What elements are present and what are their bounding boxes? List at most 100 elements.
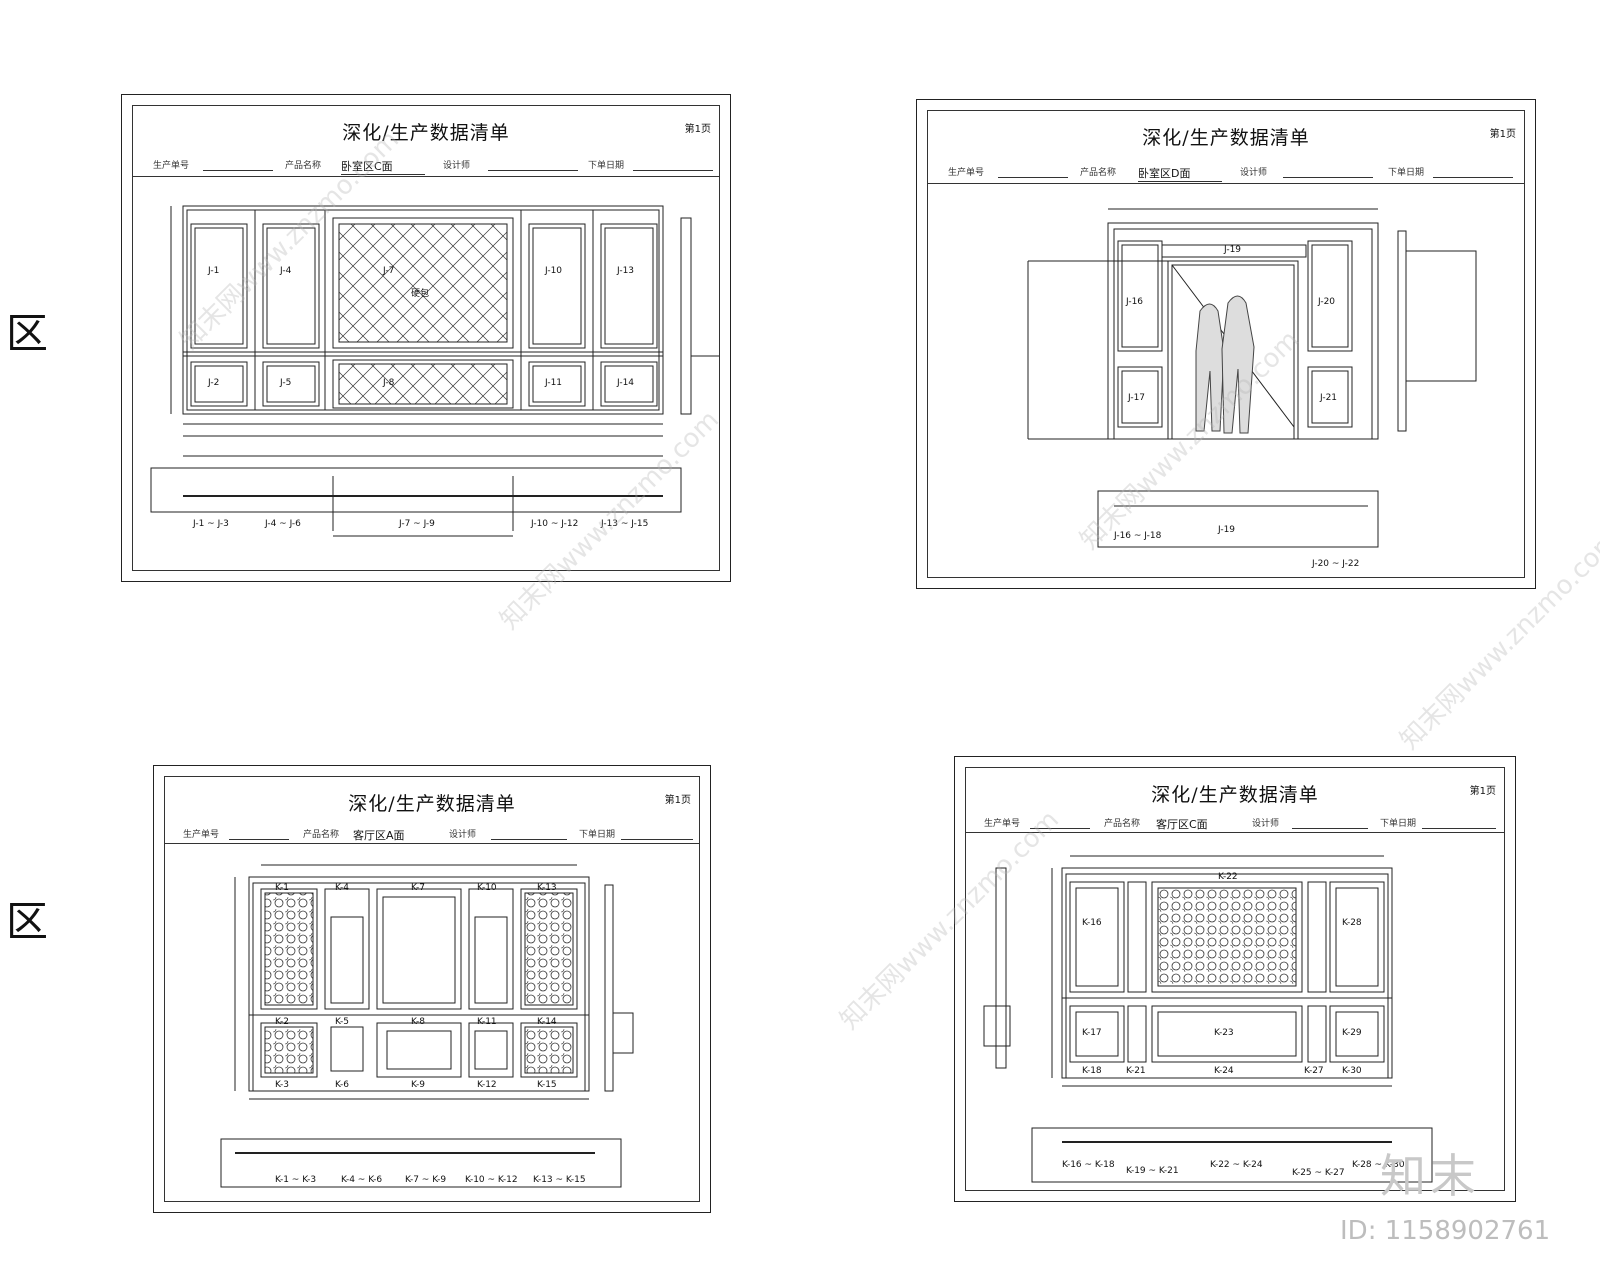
panel-label: K-30 [1342,1066,1362,1076]
section-label: K-4 ~ K-6 [341,1175,383,1185]
panel-label: J-8 [383,378,395,388]
panel-label: K-4 [335,883,349,893]
elevation-drawing [220,864,634,1188]
center-note: 硬包 [411,289,430,299]
panel-label: J-7 [383,266,395,276]
order-no-label: 生产单号 [153,161,190,171]
panel-label: K-5 [335,1017,349,1027]
section-label: K-16 ~ K-18 [1062,1160,1115,1170]
panel-label: K-2 [275,1017,289,1027]
panel-label: K-28 [1342,918,1362,928]
elevation-drawing [1027,208,1477,548]
factory-field [633,158,713,171]
order-no-label: 生产单号 [183,830,220,840]
watermark-id: ID: 1158902761 [1340,1216,1551,1246]
order-no-field [229,827,289,840]
panel-label: K-23 [1214,1028,1234,1038]
sheet-inner-frame: 深化/生产数据清单 第1页 生产单号 产品名称 客厅区C面 设计师 下单日期 [965,767,1505,1191]
sheet-title: 深化/生产数据清单 [342,122,510,144]
panel-label: J-19 [1224,245,1242,255]
designer-label: 设计师 [449,830,477,840]
header-divider [928,183,1524,184]
panel-label: J-2 [208,378,220,388]
panel-label: K-11 [477,1017,497,1027]
factory-label: 下单日期 [588,161,625,171]
factory-label: 下单日期 [579,830,616,840]
panel-label: J-13 [617,266,635,276]
elevation-drawing [150,205,719,537]
factory-label: 下单日期 [1380,819,1417,829]
panel-label: K-27 [1304,1066,1324,1076]
section-label: J-10 ~ J-12 [531,519,579,529]
panel-label: K-29 [1342,1028,1362,1038]
header-divider [133,176,719,177]
product-name-value: 卧室区C面 [341,158,425,175]
panel-label: K-24 [1214,1066,1234,1076]
section-label: J-7 ~ J-9 [399,519,435,529]
panel-label: J-10 [545,266,563,276]
panel-label: J-16 [1126,297,1144,307]
designer-label: 设计师 [1240,168,1268,178]
sheet-bedroom-c: 深化/生产数据清单 第1页 生产单号 产品名称 卧室区C面 设计师 下单日期 [121,94,731,582]
panel-label: K-9 [411,1080,425,1090]
panel-label: K-14 [537,1017,557,1027]
header-divider [966,832,1504,833]
page-number: 第1页 [1489,129,1516,140]
panel-label: K-18 [1082,1066,1102,1076]
factory-label: 下单日期 [1388,168,1425,178]
sheet-title: 深化/生产数据清单 [1142,127,1310,149]
factory-field [1433,165,1513,178]
sheet-living-c: 深化/生产数据清单 第1页 生产单号 产品名称 客厅区C面 设计师 下单日期 [954,756,1516,1202]
panel-label: K-21 [1126,1066,1146,1076]
panel-label: K-10 [477,883,497,893]
section-label: J-20 ~ J-22 [1312,559,1360,569]
section-label: K-13 ~ K-15 [533,1175,586,1185]
section-label: J-1 ~ J-3 [193,519,229,529]
designer-field [1292,816,1368,829]
designer-label: 设计师 [443,161,471,171]
panel-label: K-13 [537,883,557,893]
header-divider [165,843,699,844]
order-no-field [998,165,1068,178]
panel-label: K-16 [1082,918,1102,928]
side-mark-top: 区 [6,309,49,358]
panel-label: J-11 [545,378,563,388]
section-label: K-19 ~ K-21 [1126,1166,1179,1176]
panel-label: J-17 [1128,393,1146,403]
panel-label: J-1 [208,266,220,276]
section-label: J-13 ~ J-15 [601,519,649,529]
order-no-label: 生产单号 [984,819,1021,829]
product-name-label: 产品名称 [1080,168,1117,178]
page-number: 第1页 [684,124,711,135]
designer-label: 设计师 [1252,819,1280,829]
sheet-inner-frame: 深化/生产数据清单 第1页 生产单号 产品名称 客厅区A面 设计师 下单日期 [164,776,700,1202]
sheet-inner-frame: 深化/生产数据清单 第1页 生产单号 产品名称 卧室区D面 设计师 下单日期 [927,110,1525,578]
panel-label: K-1 [275,883,289,893]
factory-field [1422,816,1496,829]
panel-label: J-14 [617,378,635,388]
panel-label: K-8 [411,1017,425,1027]
order-no-field [203,158,273,171]
product-name-label: 产品名称 [303,830,340,840]
section-label: K-1 ~ K-3 [275,1175,317,1185]
section-label: K-28 ~ K-30 [1352,1160,1405,1170]
designer-field [488,158,578,171]
section-label: J-16 ~ J-18 [1114,531,1162,541]
section-label: K-25 ~ K-27 [1292,1168,1345,1178]
factory-field [621,827,693,840]
page-number: 第1页 [664,795,691,806]
panel-label: J-20 [1318,297,1336,307]
product-name-label: 产品名称 [285,161,322,171]
panel-label: K-12 [477,1080,497,1090]
designer-field [1283,165,1373,178]
order-no-label: 生产单号 [948,168,985,178]
elevation-drawing [983,855,1433,1183]
section-label: K-22 ~ K-24 [1210,1160,1263,1170]
panel-label: K-7 [411,883,425,893]
section-label: K-7 ~ K-9 [405,1175,447,1185]
section-label: J-19 [1218,525,1236,535]
panel-label: K-6 [335,1080,349,1090]
designer-field [491,827,567,840]
order-no-field [1030,816,1090,829]
panel-label: J-5 [280,378,292,388]
